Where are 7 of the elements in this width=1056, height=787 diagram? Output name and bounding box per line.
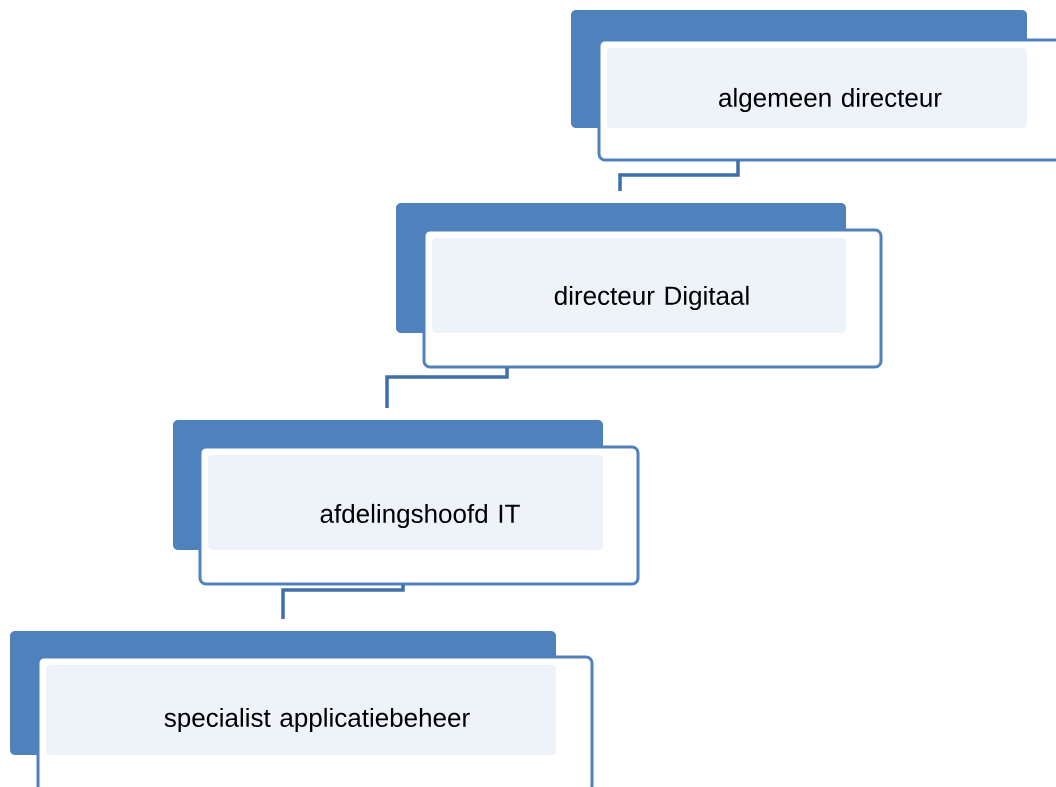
connector-line (618, 160, 740, 191)
org-box: afdelingshoofd IT (173, 420, 640, 586)
org-box: directeur Digitaal (396, 203, 883, 369)
connector-line (385, 367, 509, 408)
org-box: specialist applicatiebeheer (10, 631, 594, 787)
org-box: algemeen directeur (571, 10, 1056, 162)
connector-line (281, 584, 405, 619)
